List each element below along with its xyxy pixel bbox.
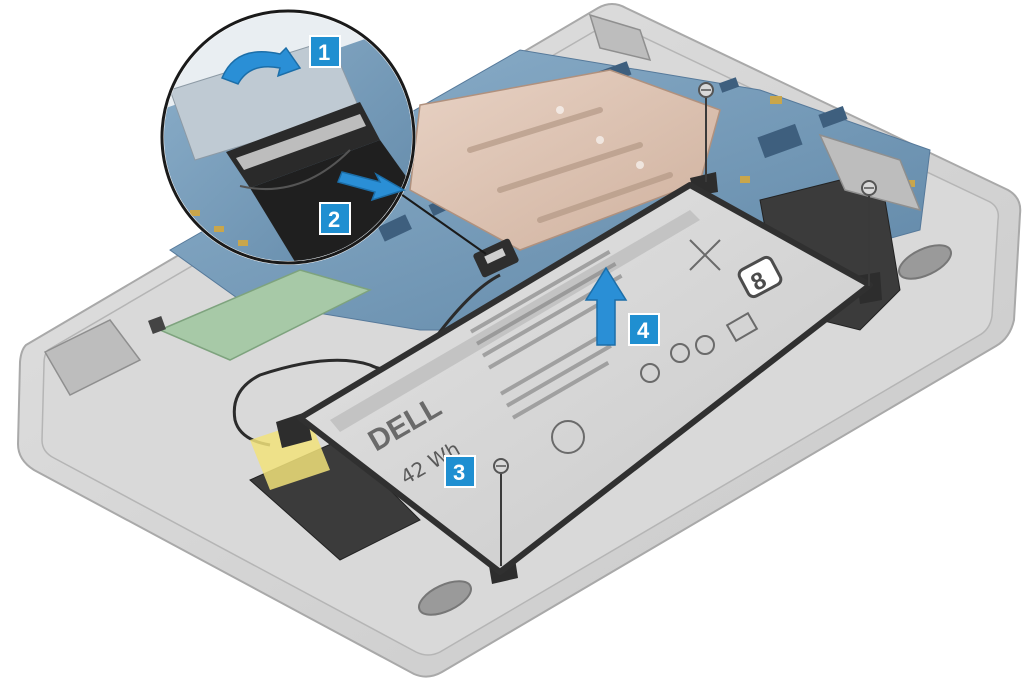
screw-right — [861, 180, 877, 286]
ssd-card — [148, 269, 373, 361]
screws — [493, 82, 877, 566]
heat-shield — [409, 69, 721, 251]
zoom-callout — [160, 9, 487, 265]
lift-arrow — [584, 266, 628, 346]
flip-arrow — [221, 46, 302, 85]
step-2-label: 2 — [328, 207, 340, 232]
step-1-badge: 1 — [309, 35, 341, 68]
step-3-badge: 3 — [444, 455, 476, 488]
battery-connector — [473, 238, 519, 278]
step-4-badge: 4 — [628, 313, 660, 346]
battery-cable — [232, 273, 501, 447]
disconnect-arrow — [336, 171, 406, 202]
step-3-label: 3 — [453, 460, 465, 485]
step-2-badge: 2 — [319, 202, 351, 235]
screw-bottom — [493, 458, 509, 566]
step-4-label: 4 — [637, 318, 650, 343]
step-1-label: 1 — [318, 40, 330, 65]
battery[interactable]: 8 DELL 42 Wh — [276, 172, 882, 584]
hinges — [43, 13, 922, 396]
screw-top — [698, 82, 714, 182]
